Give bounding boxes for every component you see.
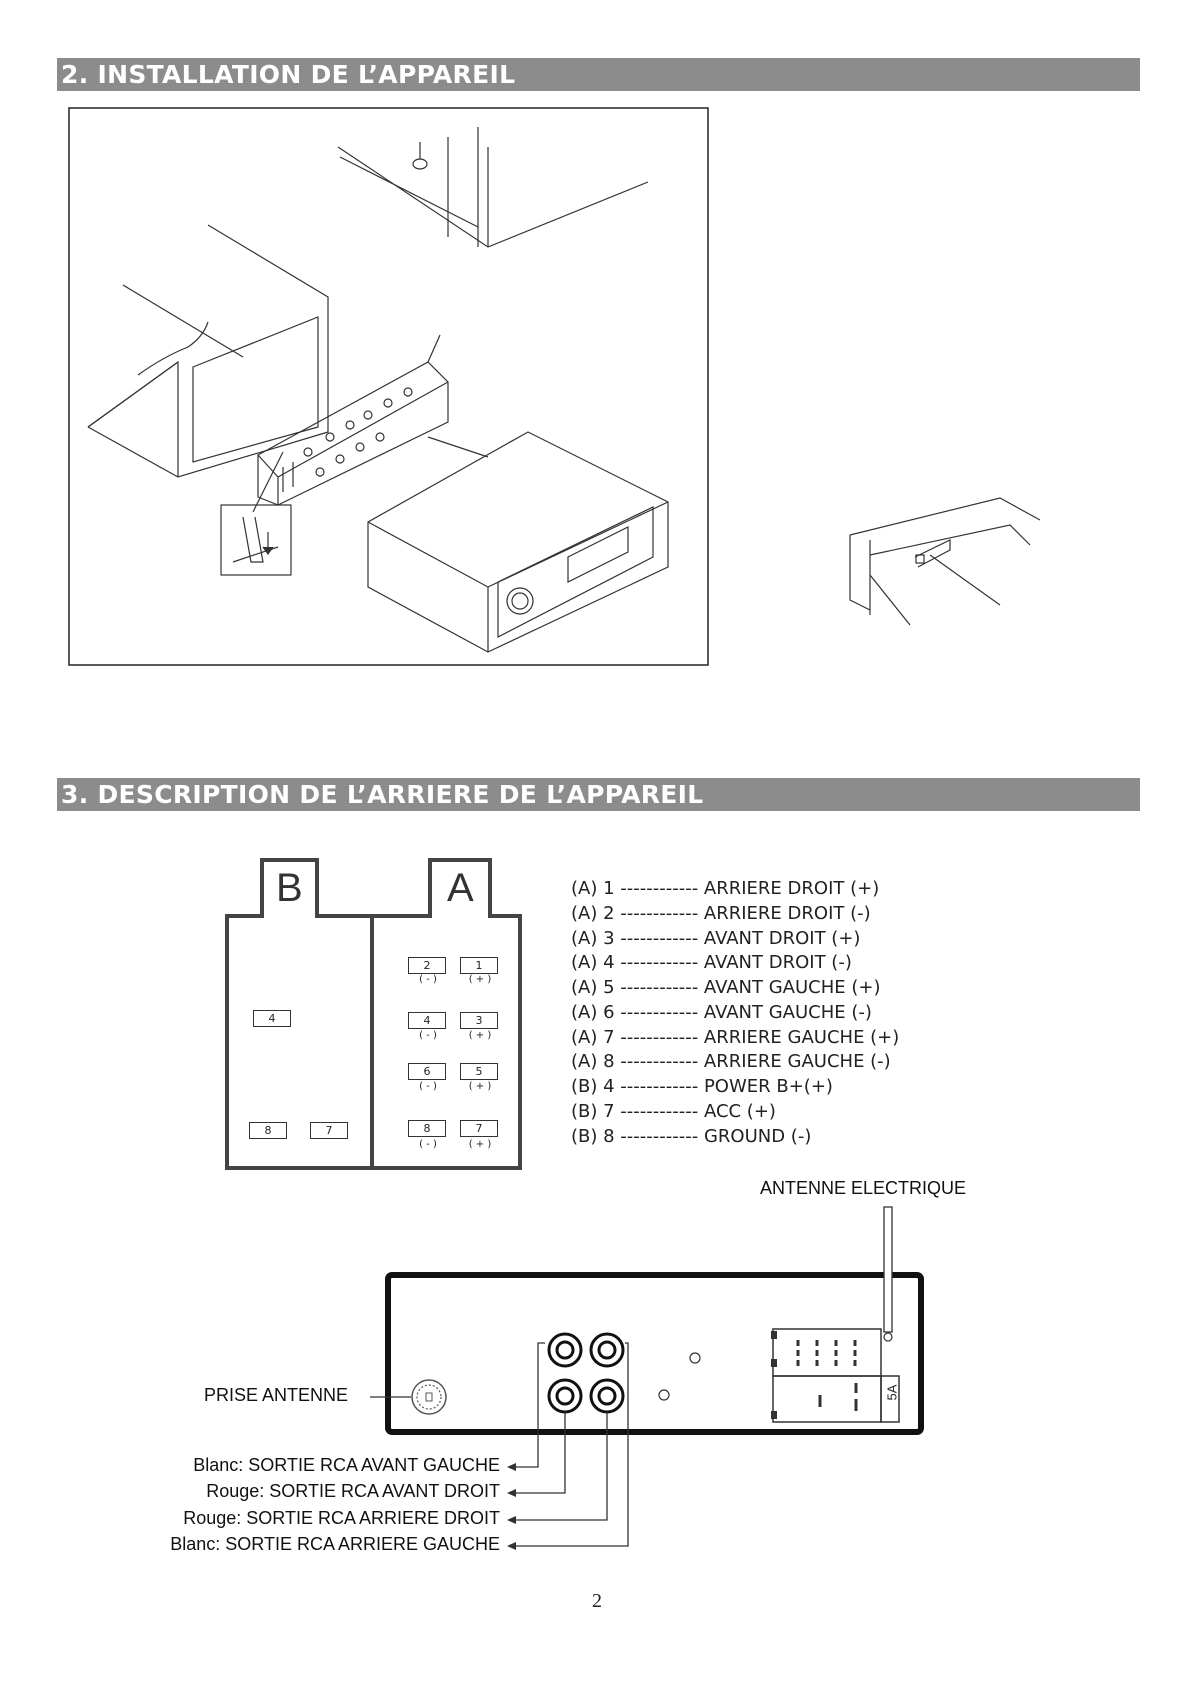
rca-output-label: Rouge: SORTIE RCA AVANT DROIT: [206, 1481, 500, 1501]
polarity-negative: ( - ): [419, 1139, 437, 1150]
iso-connector-diagram: [225, 858, 522, 1170]
polarity-positive: ( + ): [468, 974, 492, 985]
pin-legend-line: (A) 2 ------------ ARRIERE DROIT (-): [571, 903, 871, 924]
installation-illustration: [68, 107, 709, 666]
section-rear-title: 3. DESCRIPTION DE L’ARRIERE DE L’APPAREI…: [57, 778, 1140, 811]
connector-a-letter: A: [447, 866, 474, 910]
connector-a-pin: 4: [408, 1012, 446, 1029]
connector-a-pin: 5: [460, 1063, 498, 1080]
rca-output-label: Blanc: SORTIE RCA ARRIERE GAUCHE: [170, 1534, 500, 1554]
pin-legend-line: (A) 3 ------------ AVANT DROIT (+): [571, 928, 861, 949]
polarity-negative: ( - ): [419, 974, 437, 985]
polarity-negative: ( - ): [419, 1030, 437, 1041]
polarity-positive: ( + ): [468, 1081, 492, 1092]
connector-a-pin: 2: [408, 957, 446, 974]
pin-legend-line: (A) 8 ------------ ARRIERE GAUCHE (-): [571, 1051, 891, 1072]
fuse-label: 5A: [884, 1384, 900, 1401]
connector-a-pin: 6: [408, 1063, 446, 1080]
polarity-positive: ( + ): [468, 1139, 492, 1150]
rca-output-label: Blanc: SORTIE RCA AVANT GAUCHE: [193, 1455, 500, 1475]
pin-legend-line: (A) 1 ------------ ARRIERE DROIT (+): [571, 878, 880, 899]
pin-legend-line: (B) 8 ------------ GROUND (-): [571, 1126, 812, 1147]
pin-legend-line: (A) 6 ------------ AVANT GAUCHE (-): [571, 1002, 872, 1023]
polarity-positive: ( + ): [468, 1030, 492, 1041]
rear-panel-diagram: [370, 1206, 924, 1550]
pin-legend-line: (B) 7 ------------ ACC (+): [571, 1101, 776, 1122]
pin-legend-line: (A) 7 ------------ ARRIERE GAUCHE (+): [571, 1027, 900, 1048]
page-number: 2: [592, 1590, 602, 1612]
rca-output-label: Rouge: SORTIE RCA ARRIERE DROIT: [183, 1508, 500, 1528]
connector-b-pin: 7: [310, 1122, 348, 1139]
connector-b-pin: 4: [253, 1010, 291, 1027]
pin-legend-line: (A) 4 ------------ AVANT DROIT (-): [571, 952, 852, 973]
pin-legend-line: (B) 4 ------------ POWER B+(+): [571, 1076, 833, 1097]
connector-b-pin: 8: [249, 1122, 287, 1139]
pin-legend-line: (A) 5 ------------ AVANT GAUCHE (+): [571, 977, 881, 998]
connector-b-letter: B: [276, 866, 303, 910]
antenna-label: ANTENNE ELECTRIQUE: [760, 1178, 967, 1198]
polarity-negative: ( - ): [419, 1081, 437, 1092]
connector-a-pin: 3: [460, 1012, 498, 1029]
antenna-socket-label: PRISE ANTENNE: [204, 1385, 349, 1405]
connector-a-pin: 1: [460, 957, 498, 974]
section-installation-title: 2. INSTALLATION DE L’APPAREIL: [57, 58, 1140, 91]
connector-a-pin: 8: [408, 1120, 446, 1137]
connector-a-pin: 7: [460, 1120, 498, 1137]
release-key-illustration: [849, 497, 1040, 626]
